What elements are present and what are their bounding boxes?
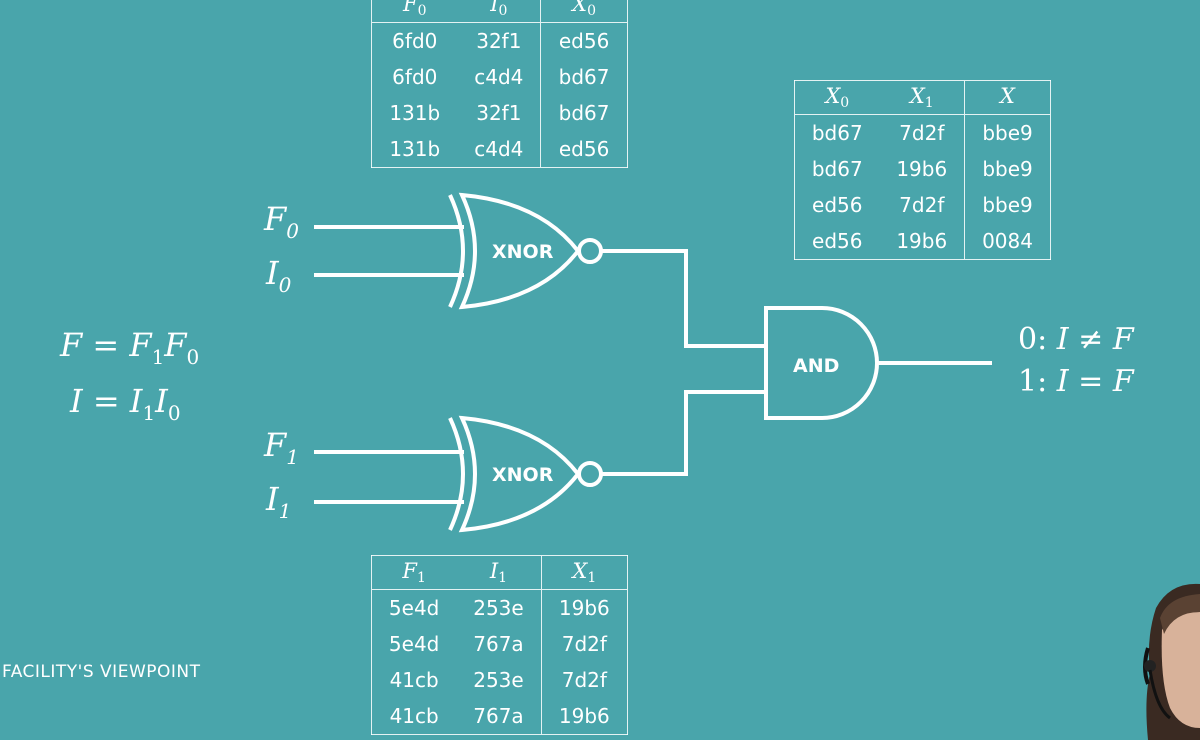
xnor-bottom-label: XNOR bbox=[492, 464, 554, 486]
col-f1: F1 bbox=[371, 555, 457, 590]
and-label: AND bbox=[793, 355, 839, 377]
table-header-row: X0 X1 X bbox=[794, 80, 1051, 115]
equation-i: I = I1I0 bbox=[70, 382, 181, 425]
input-label-i0: I0 bbox=[266, 254, 292, 297]
input-label-f0: F0 bbox=[264, 200, 299, 243]
col-x0: X0 bbox=[540, 0, 628, 23]
input-label-f1: F1 bbox=[264, 426, 299, 469]
col-i0: I0 bbox=[457, 0, 541, 23]
and-gate: AND bbox=[764, 306, 879, 420]
presenter-webcam bbox=[1143, 583, 1200, 740]
wire-x1 bbox=[599, 390, 768, 476]
col-x1: X1 bbox=[879, 80, 965, 115]
xnor-gate-top: XNOR bbox=[448, 192, 603, 310]
result-mismatch: 0: I ≠ F bbox=[1018, 322, 1134, 357]
wire-x0 bbox=[599, 249, 768, 348]
table-header-row: F0 I0 X0 bbox=[371, 0, 628, 23]
col-x1: X1 bbox=[540, 555, 628, 590]
result-match: 1: I = F bbox=[1018, 364, 1134, 399]
viewpoint-caption: FACILITY'S VIEWPOINT bbox=[2, 662, 201, 682]
table-header-row: F1 I1 X1 bbox=[371, 555, 628, 590]
col-x0: X0 bbox=[794, 80, 880, 115]
col-f0: F0 bbox=[371, 0, 458, 23]
col-x: X bbox=[964, 80, 1051, 115]
equation-f: F = F1F0 bbox=[60, 326, 200, 369]
xnor-top-label: XNOR bbox=[492, 241, 554, 263]
col-i1: I1 bbox=[456, 555, 542, 590]
input-label-i1: I1 bbox=[266, 480, 292, 523]
xnor-gate-bottom: XNOR bbox=[448, 415, 603, 533]
